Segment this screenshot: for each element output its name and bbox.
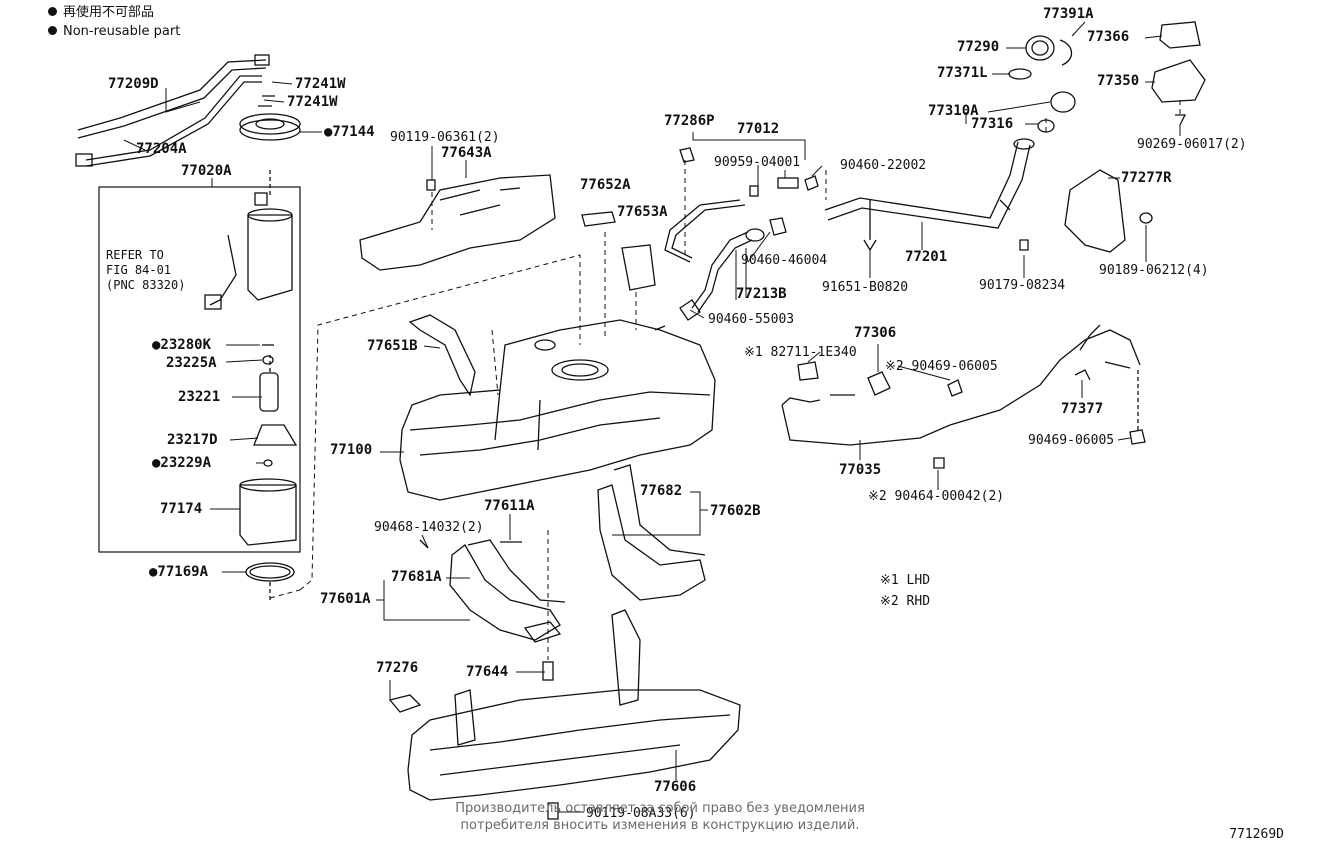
part-label[interactable]: 90469-06005 — [1028, 433, 1115, 448]
part-label[interactable]: 77201 — [905, 249, 948, 265]
part-label[interactable]: 23221 — [178, 389, 221, 405]
part-label[interactable]: ※2 90464-00042(2) — [868, 489, 1005, 504]
part-label[interactable]: 77651B — [367, 338, 418, 354]
part-label[interactable]: 77035 — [839, 462, 882, 478]
part-label[interactable]: 77643A — [441, 145, 492, 161]
part-label[interactable]: 77209D — [108, 76, 159, 92]
part-label[interactable]: 77391A — [1043, 6, 1094, 22]
disclaimer-footer: Производитель оставляет за собой право б… — [455, 801, 865, 833]
part-label[interactable]: 77290 — [957, 39, 1000, 55]
part-label[interactable]: ※2 90469-06005 — [885, 359, 998, 374]
part-label[interactable]: 77644 — [466, 664, 509, 680]
part-label[interactable]: ※1 82711-1E340 — [744, 345, 857, 360]
legend-english: Non-reusable part — [48, 22, 180, 41]
part-label[interactable]: 90468-14032(2) — [374, 520, 484, 535]
breather-hoses — [664, 147, 819, 321]
figure-number: 771269D — [1229, 827, 1284, 842]
part-label[interactable]: 90189-06212(4) — [1099, 263, 1209, 278]
protector-77652A — [581, 211, 616, 227]
part-label[interactable]: 77601A — [320, 591, 371, 607]
part-label[interactable]: ●23280K — [152, 337, 212, 353]
bullet-icon — [48, 26, 57, 35]
part-label[interactable]: 77204A — [136, 141, 187, 157]
part-label[interactable]: 77371L — [937, 65, 988, 81]
part-label[interactable]: 77653A — [617, 204, 668, 220]
label-leaders — [123, 21, 1181, 813]
part-label[interactable]: ●23229A — [152, 455, 212, 471]
fuel-line-tubes — [75, 54, 270, 167]
tank-straps-lower — [419, 464, 706, 643]
tank-strap-upper — [408, 314, 476, 397]
part-label[interactable]: 77682 — [640, 483, 683, 499]
part-label[interactable]: 90119-08A33(6) — [586, 806, 696, 821]
filler-bracket — [1064, 169, 1126, 253]
part-label[interactable]: 77306 — [854, 325, 897, 341]
filler-cap-parts — [1008, 21, 1206, 133]
part-label[interactable]: 77277R — [1121, 170, 1172, 186]
part-label[interactable]: 77020A — [181, 163, 232, 179]
legend: 再使用不可部品 Non-reusable part — [48, 3, 180, 41]
heat-protector — [359, 174, 556, 271]
part-label[interactable]: 77241W — [287, 94, 338, 110]
tank-under-protector — [388, 609, 741, 820]
assembly-leaders — [269, 100, 1181, 660]
filler-pipe — [824, 138, 1035, 252]
bullet-icon — [48, 7, 57, 16]
part-label[interactable]: ●77144 — [324, 124, 375, 140]
part-label[interactable]: 90460-46004 — [741, 253, 828, 268]
part-label[interactable]: 77606 — [654, 779, 697, 795]
part-label[interactable]: 77100 — [330, 442, 373, 458]
part-label[interactable]: 77377 — [1061, 401, 1104, 417]
region-notes: ※1 LHD ※2 RHD — [880, 573, 931, 609]
refer-note: REFER TO FIG 84-01 (PNC 83320) — [106, 248, 186, 292]
part-label[interactable]: 90460-22002 — [840, 158, 927, 173]
part-label[interactable]: 90269-06017(2) — [1137, 137, 1247, 152]
part-label[interactable]: 77611A — [484, 498, 535, 514]
part-label[interactable]: 77602B — [710, 503, 761, 519]
sensor-harness — [781, 324, 1146, 469]
part-label[interactable]: 90179-08234 — [979, 278, 1066, 293]
part-label[interactable]: 77286P — [664, 113, 715, 129]
pump-retainer-ring — [239, 113, 301, 141]
part-label[interactable]: 77681A — [391, 569, 442, 585]
part-label[interactable]: 91651-B0820 — [822, 280, 909, 295]
part-label[interactable]: 23225A — [166, 355, 217, 371]
part-label[interactable]: 77366 — [1087, 29, 1130, 45]
part-label[interactable]: 77316 — [971, 116, 1014, 132]
part-label[interactable]: 23217D — [167, 432, 218, 448]
protector-77653A — [621, 244, 656, 291]
part-label[interactable]: ●77169A — [149, 564, 209, 580]
fuel-tank — [399, 319, 716, 501]
part-label[interactable]: 77174 — [160, 501, 203, 517]
part-label[interactable]: 90959-04001 — [714, 155, 801, 170]
part-label[interactable]: 77012 — [737, 121, 780, 137]
part-label[interactable]: 77350 — [1097, 73, 1140, 89]
part-label[interactable]: 90460-55003 — [708, 312, 795, 327]
pump-assembly-frame — [98, 186, 301, 553]
part-label[interactable]: 77241W — [295, 76, 346, 92]
part-label[interactable]: 77310A — [928, 103, 979, 119]
part-label[interactable]: 77213B — [736, 286, 787, 302]
pump-module — [204, 170, 293, 310]
part-label[interactable]: 77652A — [580, 177, 631, 193]
pump-small-parts — [239, 344, 298, 582]
part-label[interactable]: 77276 — [376, 660, 419, 676]
part-label[interactable]: 90119-06361(2) — [390, 130, 500, 145]
legend-japanese: 再使用不可部品 — [48, 3, 180, 22]
